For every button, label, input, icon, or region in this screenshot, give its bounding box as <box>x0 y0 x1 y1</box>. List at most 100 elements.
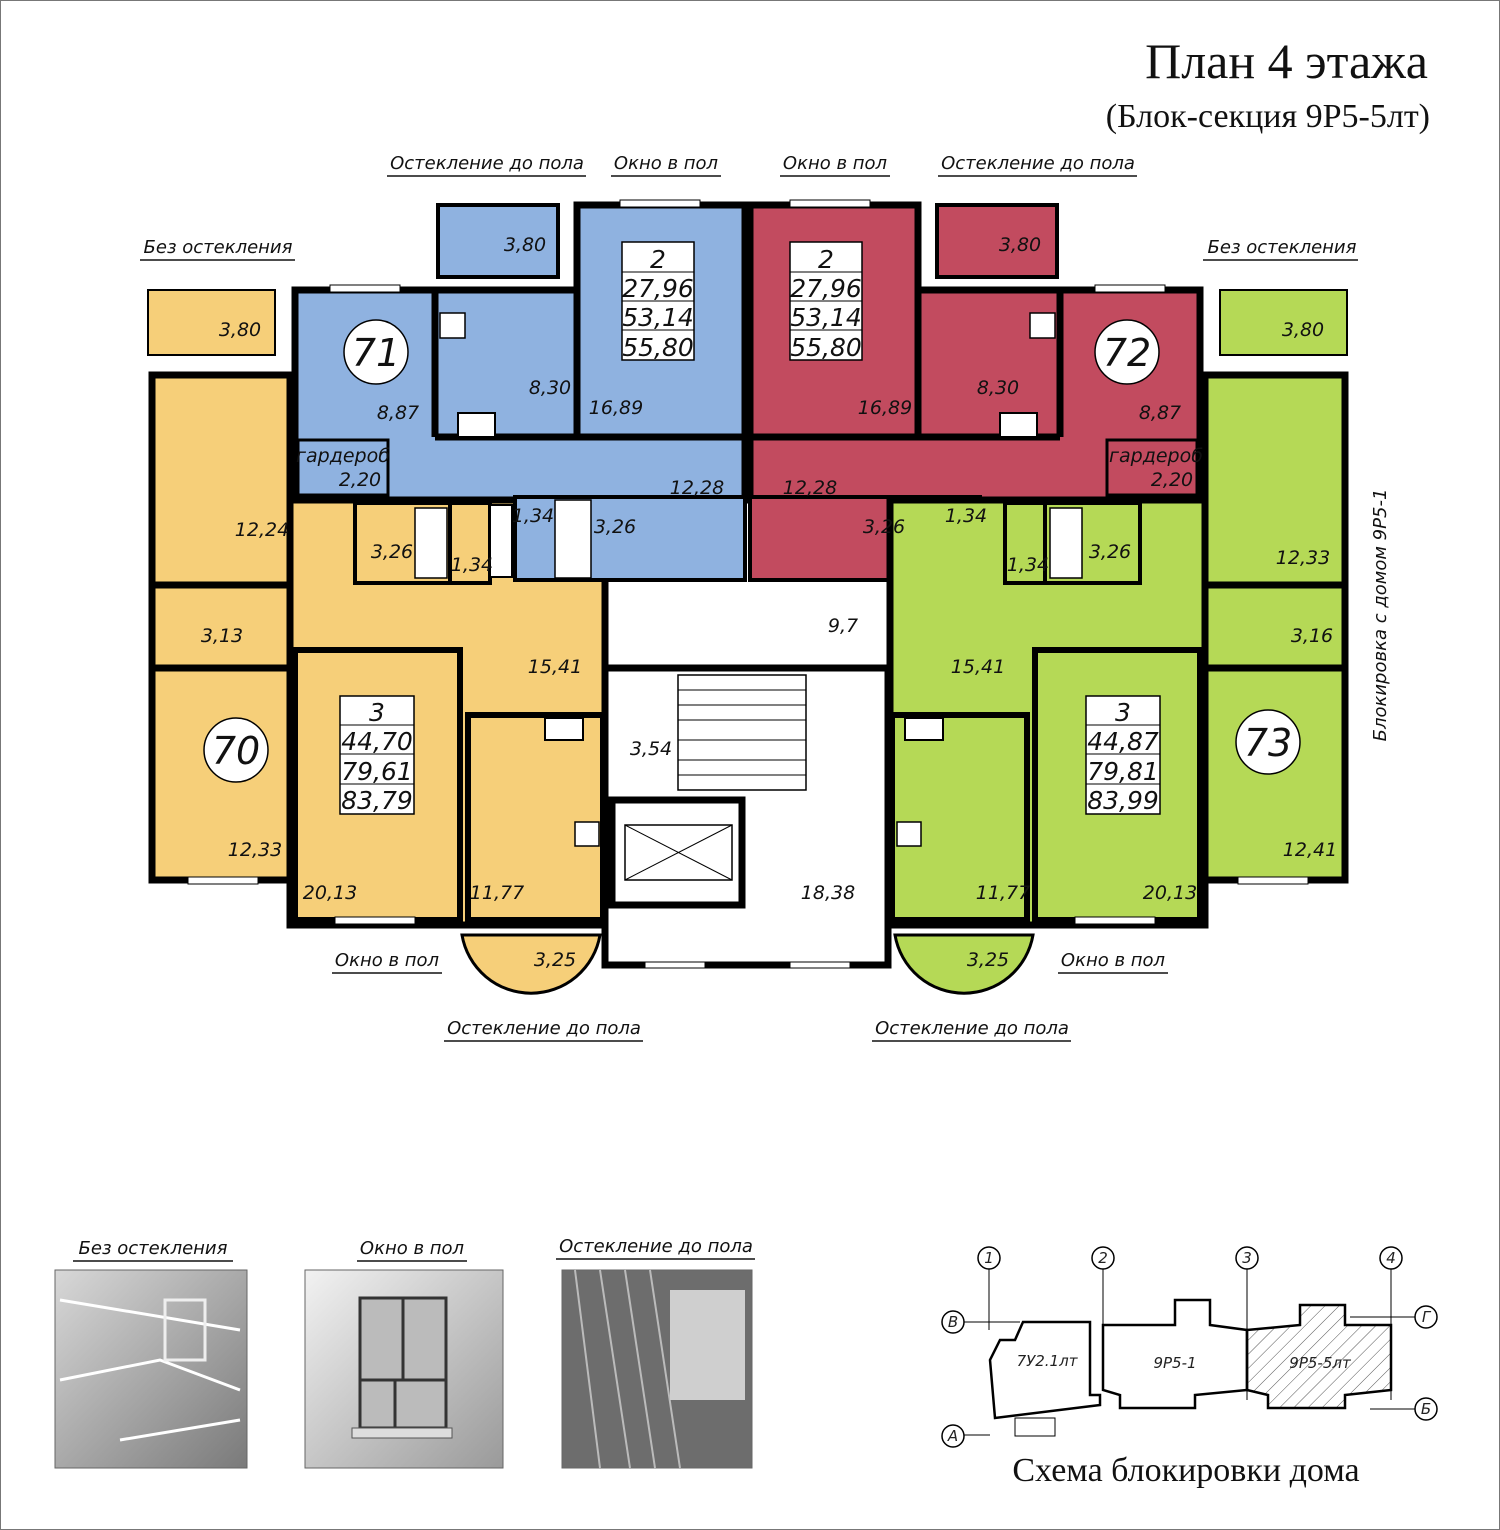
room-area: 11,77 <box>976 882 1030 904</box>
apt-number-badge-73 <box>1235 709 1301 775</box>
room-area: 8,87 <box>377 402 419 424</box>
room-area: 15,41 <box>528 656 582 678</box>
room-name: гардероб <box>1109 445 1203 467</box>
axis-v: В <box>948 1313 958 1331</box>
hall-area: 18,38 <box>801 882 855 904</box>
annotation-glazing: Остекление до пола <box>390 153 584 174</box>
info-card-72: 2 27,96 53,14 55,80 <box>789 241 863 362</box>
living-area: 27,96 <box>790 274 862 303</box>
living-area: 44,87 <box>1087 727 1159 756</box>
apt-number-badge-71 <box>343 319 409 385</box>
room-area: 3,26 <box>594 516 636 538</box>
room-area: 1,34 <box>512 505 554 527</box>
total-area-with-balcony: 83,99 <box>1087 786 1159 815</box>
room-area: 3,25 <box>534 949 576 971</box>
room-area: 2,20 <box>1151 469 1193 491</box>
room-area: 3,26 <box>371 541 413 563</box>
room-area: 3,80 <box>504 234 546 256</box>
windows <box>187 199 1309 925</box>
page-title: План 4 этажа <box>1145 33 1428 89</box>
annotation-glazing: Остекление до пола <box>875 1018 1069 1039</box>
room-area: 16,89 <box>858 397 912 419</box>
room-area: 3,80 <box>219 319 261 341</box>
room-area: 1,34 <box>1007 554 1049 576</box>
annotation-window: Окно в пол <box>335 950 439 971</box>
legend-no-glazing-label: Без остекления <box>79 1238 228 1259</box>
axis-g: Г <box>1422 1308 1432 1326</box>
room-area: 8,30 <box>977 377 1019 399</box>
room-area: 12,24 <box>235 519 289 541</box>
room-area: 12,41 <box>1283 839 1337 861</box>
legend: Без остекления Окно в пол Остекление до … <box>54 1236 755 1469</box>
scheme-caption: Схема блокировки дома <box>1012 1452 1359 1489</box>
apt-number-70: 70 <box>212 729 260 773</box>
annotation-window: Окно в пол <box>1061 950 1165 971</box>
total-area: 53,14 <box>790 303 862 332</box>
block-label-current: 9Р5-5лт <box>1289 1354 1352 1372</box>
room-name: гардероб <box>296 445 390 467</box>
room-area: 15,41 <box>951 656 1005 678</box>
axis-b: Б <box>1421 1400 1431 1418</box>
rooms-count: 2 <box>818 245 834 274</box>
total-area-with-balcony: 55,80 <box>790 333 862 362</box>
room-area: 8,87 <box>1139 402 1181 424</box>
stair-area: 3,54 <box>630 738 672 760</box>
rooms-count: 3 <box>369 698 385 727</box>
room-area: 3,26 <box>863 516 905 538</box>
page-subtitle: (Блок-секция 9Р5-5лт) <box>1106 98 1430 135</box>
room-area: 3,80 <box>999 234 1041 256</box>
blocking-note: Блокировка с домом 9Р5-1 <box>1370 489 1391 742</box>
info-card-73: 3 44,87 79,81 83,99 <box>1085 695 1161 815</box>
room-area: 20,13 <box>303 882 357 904</box>
vestibule-area: 9,7 <box>828 615 858 637</box>
annotation-no-glazing: Без остекления <box>144 237 293 258</box>
total-area-with-balcony: 55,80 <box>622 333 694 362</box>
axis-3: 3 <box>1242 1249 1252 1267</box>
apt-number-73: 73 <box>1244 721 1292 765</box>
total-area: 79,61 <box>341 757 413 786</box>
annotation-no-glazing: Без остекления <box>1208 237 1357 258</box>
total-area: 79,81 <box>1087 757 1159 786</box>
room-area: 3,25 <box>967 949 1009 971</box>
legend-no-glazing-image <box>54 1269 248 1469</box>
info-card-71: 2 27,96 53,14 55,80 <box>621 241 695 362</box>
room-area: 16,89 <box>589 397 643 419</box>
annotations: Остекление до пола Окно в пол Окно в пол… <box>140 153 1391 1042</box>
room-area: 3,26 <box>1089 541 1131 563</box>
common-core <box>601 664 892 969</box>
room-area: 3,16 <box>1291 625 1333 647</box>
rooms-count: 3 <box>1115 698 1131 727</box>
apt-number-72: 72 <box>1103 331 1151 375</box>
block-label: 7У2.1лт <box>1017 1352 1079 1370</box>
axis-a: А <box>947 1427 958 1445</box>
room-area: 12,33 <box>1276 547 1330 569</box>
blocking-scheme: 1 2 3 4 В Г А Б 7У2.1лт 9Р5-1 9Р5-5лт Сх… <box>941 1246 1438 1489</box>
room-area: 12,28 <box>670 477 724 499</box>
legend-window-label: Окно в пол <box>360 1238 464 1259</box>
room-area: 3,13 <box>201 625 243 647</box>
annotation-window: Окно в пол <box>614 153 718 174</box>
room-area: 8,30 <box>529 377 571 399</box>
apt-number-badge-70 <box>203 717 269 783</box>
room-area: 1,34 <box>451 554 493 576</box>
legend-glazing-label: Остекление до пола <box>559 1236 753 1257</box>
room-area: 20,13 <box>1143 882 1197 904</box>
annotation-glazing: Остекление до пола <box>941 153 1135 174</box>
room-area: 1,34 <box>945 505 987 527</box>
axis-4: 4 <box>1386 1249 1396 1267</box>
room-area: 11,77 <box>470 882 524 904</box>
block-label: 9Р5-1 <box>1153 1354 1196 1372</box>
annotation-window: Окно в пол <box>783 153 887 174</box>
living-area: 27,96 <box>622 274 694 303</box>
rooms-count: 2 <box>650 245 666 274</box>
total-area-with-balcony: 83,79 <box>341 786 413 815</box>
room-area: 12,28 <box>783 477 837 499</box>
room-area: 2,20 <box>339 469 381 491</box>
apt-number-badge-72 <box>1094 319 1160 385</box>
axis-2: 2 <box>1098 1249 1108 1267</box>
room-area: 12,33 <box>228 839 282 861</box>
room-area: 3,80 <box>1282 319 1324 341</box>
living-area: 44,70 <box>341 727 413 756</box>
total-area: 53,14 <box>622 303 694 332</box>
